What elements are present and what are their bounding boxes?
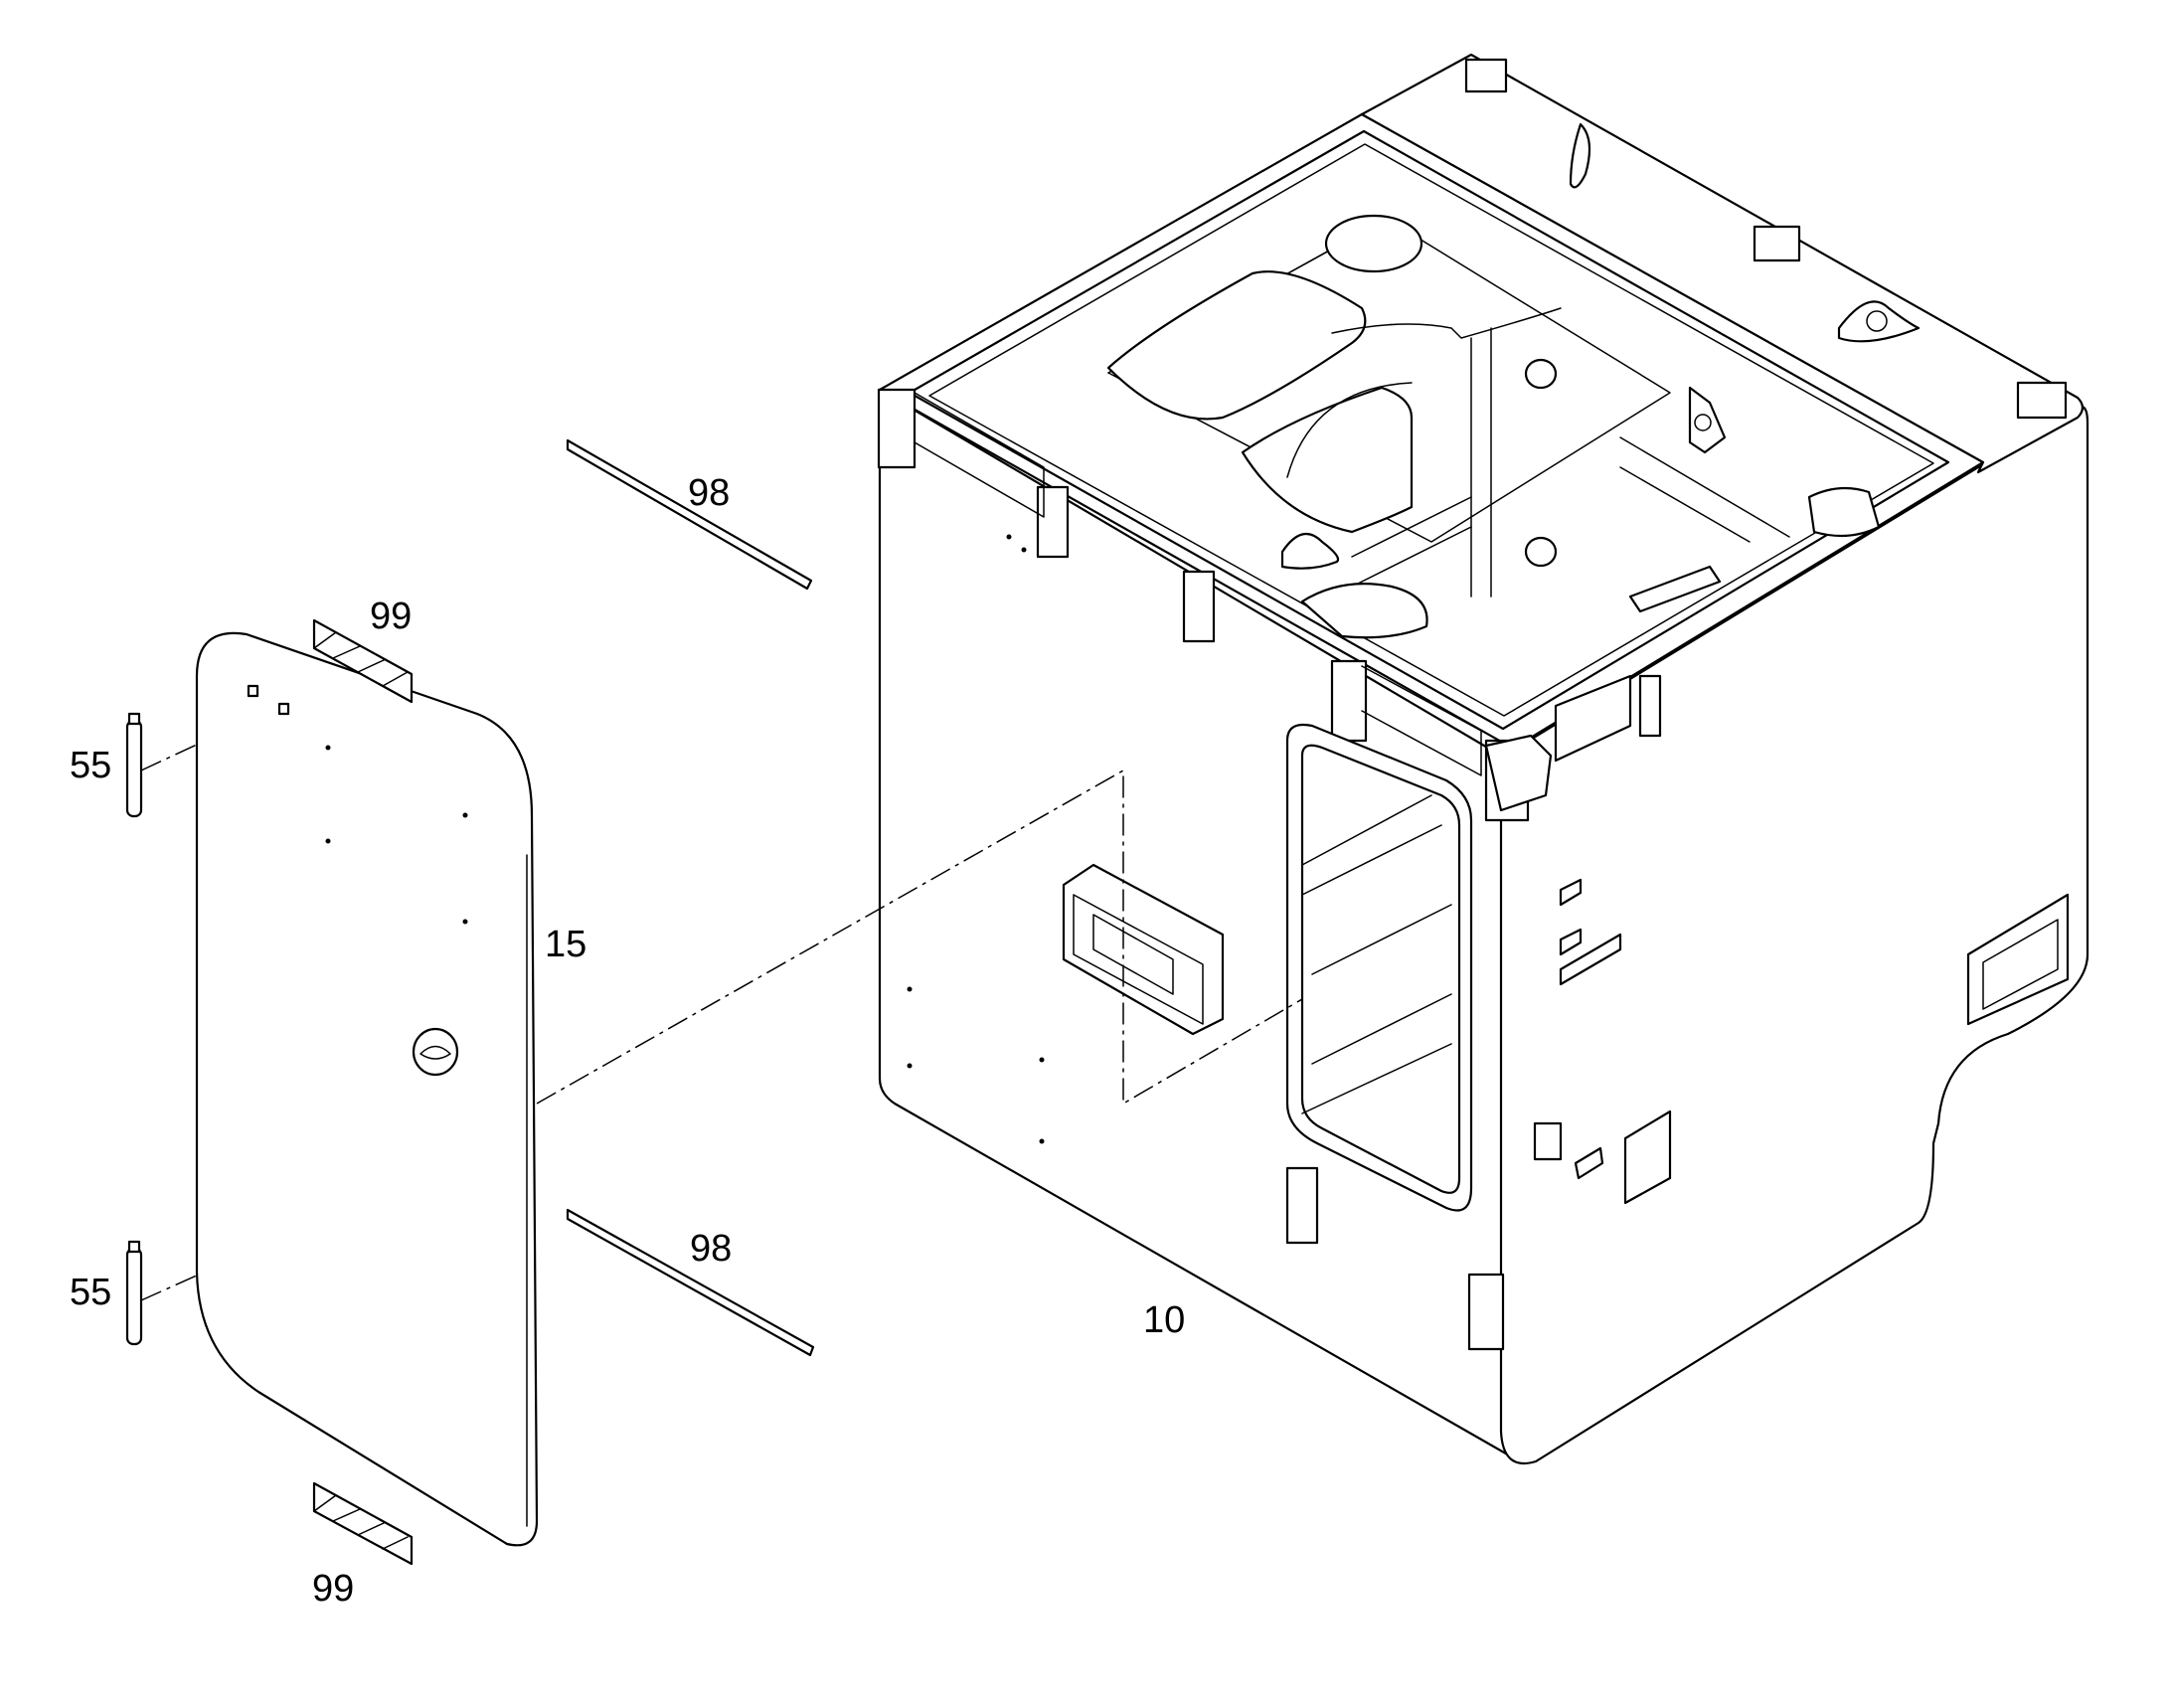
door-rivet (325, 745, 331, 751)
cab-body (877, 53, 2089, 1465)
cab-crossbar (1619, 436, 1790, 543)
wall-vent (1062, 863, 1225, 1036)
door-handle (412, 1027, 459, 1077)
floor-bracket-hole (1694, 414, 1712, 431)
floor-round-plate (1324, 214, 1423, 273)
cab-window-glass-edge (1300, 744, 1461, 1194)
cab-top-rim-inner (908, 129, 1950, 731)
callout-pad-lower: 99 (312, 1568, 354, 1610)
right-wall-plate (1559, 933, 1622, 986)
assembly-centerline (536, 769, 1303, 1106)
callout-pad-upper: 99 (370, 596, 412, 637)
cab-right-wall (1499, 405, 2089, 1465)
wall-bracket (1036, 485, 1070, 559)
pad-upper (312, 618, 414, 704)
callout-seal-strip-lower: 98 (690, 1228, 732, 1270)
wall-rivet (1021, 547, 1027, 553)
wall-vent-inner (1073, 894, 1204, 1025)
cab-roof-panel (1360, 53, 2085, 474)
rim-beam (914, 392, 1045, 518)
pad-lower-hatch (313, 1494, 409, 1550)
wall-rivet (1039, 1057, 1045, 1063)
floor-lifting-eye (1280, 532, 1340, 570)
floor-mount (1524, 358, 1558, 390)
floor-cable-run (1331, 307, 1562, 339)
seal-strip-lower (566, 1208, 815, 1357)
right-wall-slot (1559, 878, 1583, 907)
hinge-pin-lower-cap (127, 1240, 141, 1254)
cab-post (1470, 327, 1492, 598)
right-wall-slot (1574, 1146, 1604, 1180)
hinge-pin-lower (125, 1240, 200, 1346)
right-wall-hatch-inner (1982, 919, 2059, 1010)
right-wall-slot (1559, 928, 1583, 956)
roof-lifting-eye-hole (1866, 310, 1888, 332)
door-panel (195, 534, 1045, 1547)
hinge-pin-upper-body (125, 719, 143, 818)
door-outline (195, 631, 539, 1547)
pad-lower (312, 1481, 414, 1566)
door-hole (247, 684, 259, 698)
corner-bracket (1330, 659, 1368, 743)
cab-crossbar (1351, 496, 1472, 588)
roof-lifting-eye (1837, 300, 1921, 343)
floor-mount (1524, 536, 1558, 568)
floor-round-plate-right (1807, 486, 1881, 538)
wall-bracket (1467, 1273, 1505, 1351)
door-rivet (325, 838, 331, 844)
wall-rivet (1006, 534, 1012, 540)
corner-bracket (877, 388, 917, 469)
pad-lower-body (312, 1481, 414, 1566)
roof-lifting-eye (1569, 122, 1591, 189)
floor-cutout-upper (1106, 270, 1367, 421)
wall-handle (1554, 674, 1632, 763)
corner-bracket-cap (1484, 734, 1553, 812)
callout-hinge-pin-lower: 55 (70, 1272, 111, 1313)
callout-seal-strip-upper: 98 (688, 472, 730, 514)
wall-bracket (1285, 1166, 1319, 1245)
roof-bracket (1464, 58, 1508, 93)
callout-door: 15 (545, 924, 586, 965)
door-hole (277, 702, 290, 716)
hinge-pin-upper-cap (127, 712, 141, 726)
wall-rivet (907, 1063, 913, 1069)
floor-cutout-arc (1286, 382, 1413, 478)
wall-bracket (1182, 570, 1216, 643)
callout-hinge-pin-upper: 55 (70, 745, 111, 786)
seal-strip-upper (566, 438, 813, 591)
door-rivet (462, 919, 468, 925)
floor-rail (1628, 565, 1722, 613)
hinge-pin-lower-body (125, 1247, 143, 1346)
floor-cutout-front (1300, 583, 1428, 639)
floor-cutout-lower (1241, 386, 1414, 534)
pad-upper-hatch (313, 631, 409, 687)
wall-vent-slot (1092, 914, 1174, 995)
right-wall-block (1533, 1121, 1563, 1161)
hinge-pin-upper-leader (140, 743, 200, 771)
wall-bracket (1638, 674, 1662, 738)
roof-bracket (2016, 381, 2068, 420)
pad-upper-body (312, 618, 414, 704)
hinge-pin-upper (125, 712, 200, 818)
right-wall-box (1623, 1110, 1672, 1205)
door-rivet (462, 812, 468, 818)
floor-bracket (1688, 386, 1727, 454)
rim-beam (1361, 665, 1482, 776)
roof-bracket (1753, 225, 1801, 262)
callout-cab: 10 (1143, 1299, 1185, 1341)
wall-rivet (907, 986, 913, 992)
window-interior-bars (1301, 794, 1452, 1114)
wall-rivet (1039, 1138, 1045, 1144)
hinge-pin-lower-leader (140, 1274, 200, 1301)
right-wall-hatch (1966, 893, 2070, 1026)
door-handle-grip (419, 1045, 451, 1060)
